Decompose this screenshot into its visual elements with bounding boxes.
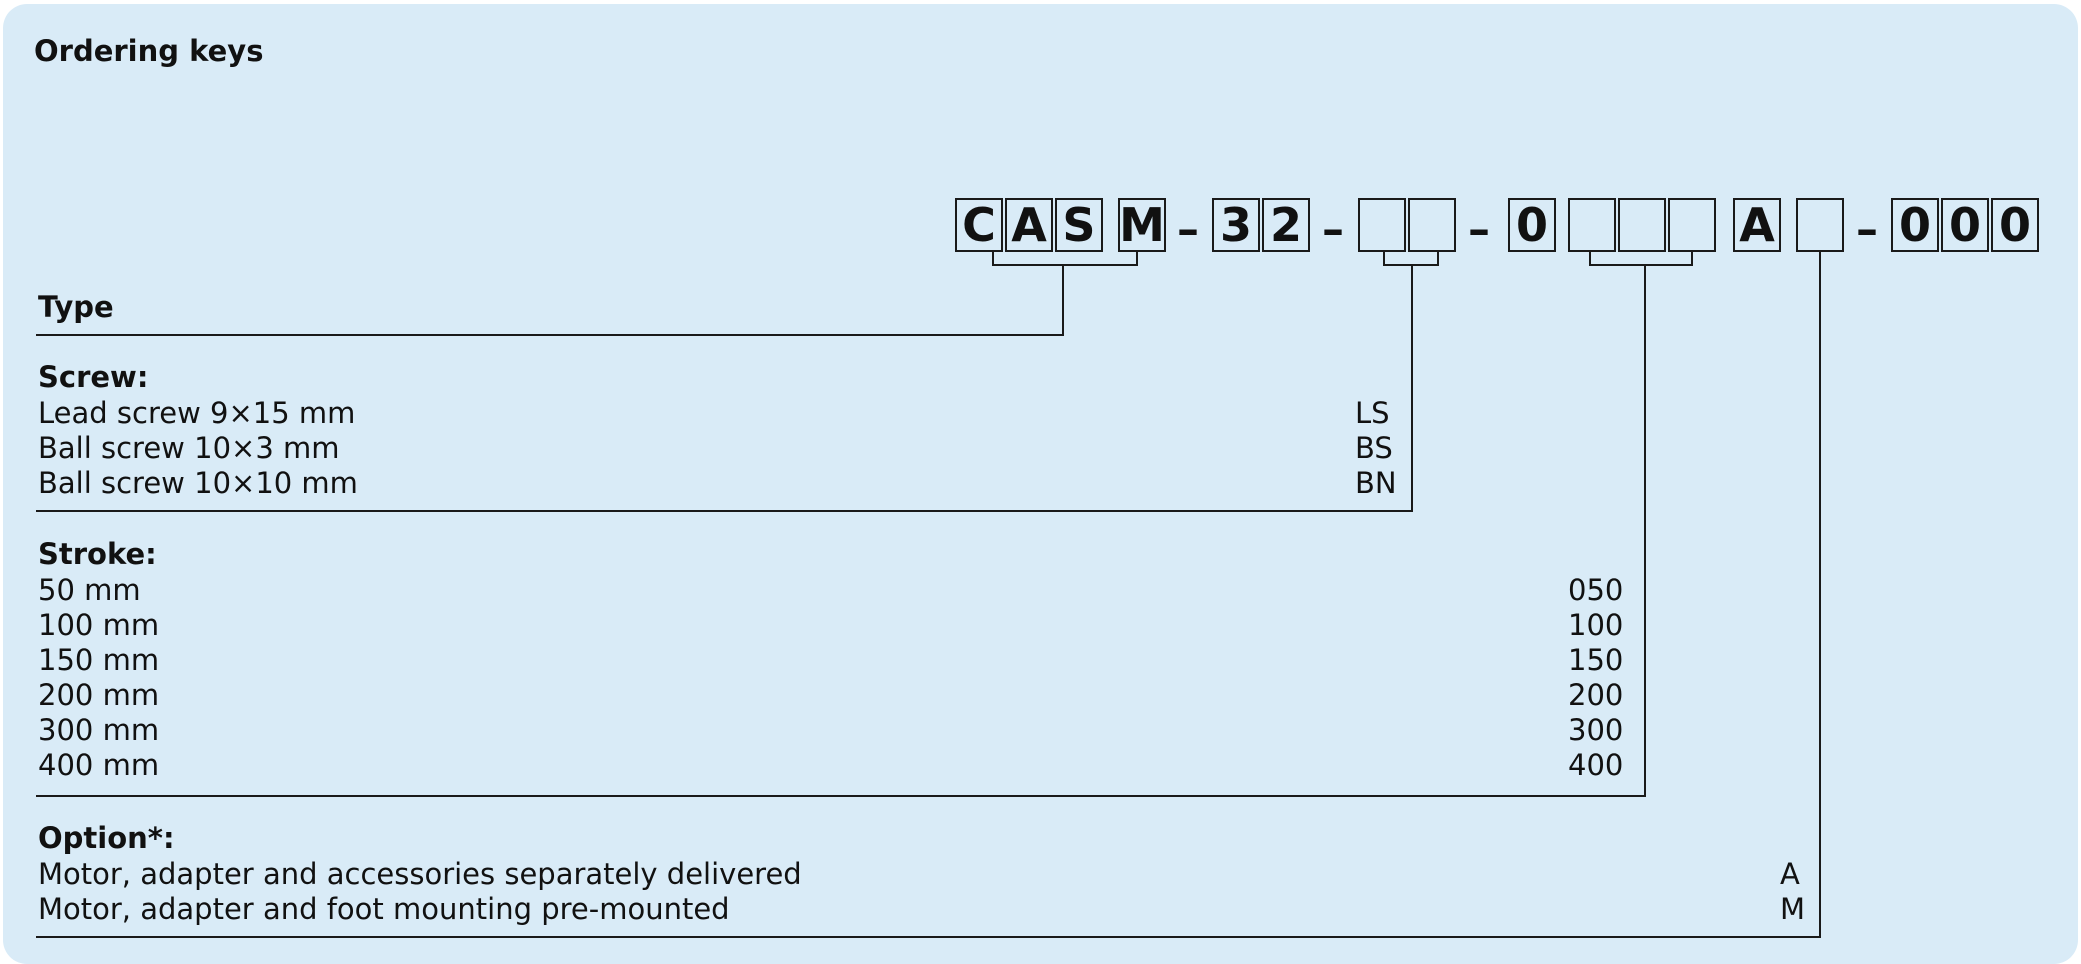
stroke-option-code: 150 <box>1568 643 1624 677</box>
stroke-option-label: 200 mm <box>38 678 160 712</box>
key-separator: – <box>1468 204 1490 255</box>
key-box: 0 <box>1891 198 1939 252</box>
key-box: 0 <box>1991 198 2039 252</box>
screw-leader <box>36 265 1413 512</box>
key-separator: – <box>1322 204 1344 255</box>
ordering-keys-panel <box>3 4 2078 964</box>
stroke-option-label: 400 mm <box>38 748 160 782</box>
key-box: S <box>1055 198 1103 252</box>
option-code: A <box>1780 857 1800 891</box>
screw-heading: Screw: <box>38 360 149 394</box>
page-title: Ordering keys <box>34 34 264 68</box>
key-box: C <box>955 198 1003 252</box>
stroke-option-code: 100 <box>1568 608 1624 642</box>
key-box: 0 <box>1508 198 1556 252</box>
screw-option-label: Ball screw 10×10 mm <box>38 466 358 500</box>
key-box: A <box>1733 198 1781 252</box>
screw-option-code: LS <box>1355 396 1390 430</box>
stroke-option-code: 200 <box>1568 678 1624 712</box>
stroke-option-code: 050 <box>1568 573 1624 607</box>
key-box-empty <box>1796 198 1844 252</box>
stroke-option-code: 400 <box>1568 748 1624 782</box>
screw-option-label: Ball screw 10×3 mm <box>38 431 340 465</box>
stroke-option-label: 150 mm <box>38 643 160 677</box>
stroke-option-label: 100 mm <box>38 608 160 642</box>
screw-option-code: BS <box>1355 431 1393 465</box>
key-separator: – <box>1856 204 1878 255</box>
type-heading: Type <box>38 290 114 324</box>
key-box: 2 <box>1262 198 1310 252</box>
key-box-empty <box>1618 198 1666 252</box>
key-box-empty <box>1358 198 1406 252</box>
stroke-option-label: 300 mm <box>38 713 160 747</box>
key-box: M <box>1118 198 1166 252</box>
key-box-empty <box>1568 198 1616 252</box>
stroke-leader <box>36 265 1646 797</box>
option-code: M <box>1780 892 1806 926</box>
option-leader <box>36 252 1821 938</box>
type-bracket <box>992 252 1138 266</box>
screw-option-label: Lead screw 9×15 mm <box>38 396 356 430</box>
option-label: Motor, adapter and accessories separatel… <box>38 857 802 891</box>
stroke-bracket <box>1589 252 1693 266</box>
stroke-heading: Stroke: <box>38 537 157 571</box>
key-box: A <box>1005 198 1053 252</box>
key-separator: – <box>1177 204 1199 255</box>
key-box: 3 <box>1212 198 1260 252</box>
option-label: Motor, adapter and foot mounting pre-mou… <box>38 892 730 926</box>
stroke-option-code: 300 <box>1568 713 1624 747</box>
stroke-option-label: 50 mm <box>38 573 141 607</box>
screw-option-code: BN <box>1355 466 1397 500</box>
type-leader <box>36 265 1064 336</box>
key-box-empty <box>1668 198 1716 252</box>
option-heading: Option*: <box>38 821 175 855</box>
key-box: 0 <box>1941 198 1989 252</box>
key-box-empty <box>1408 198 1456 252</box>
screw-bracket <box>1383 252 1439 266</box>
